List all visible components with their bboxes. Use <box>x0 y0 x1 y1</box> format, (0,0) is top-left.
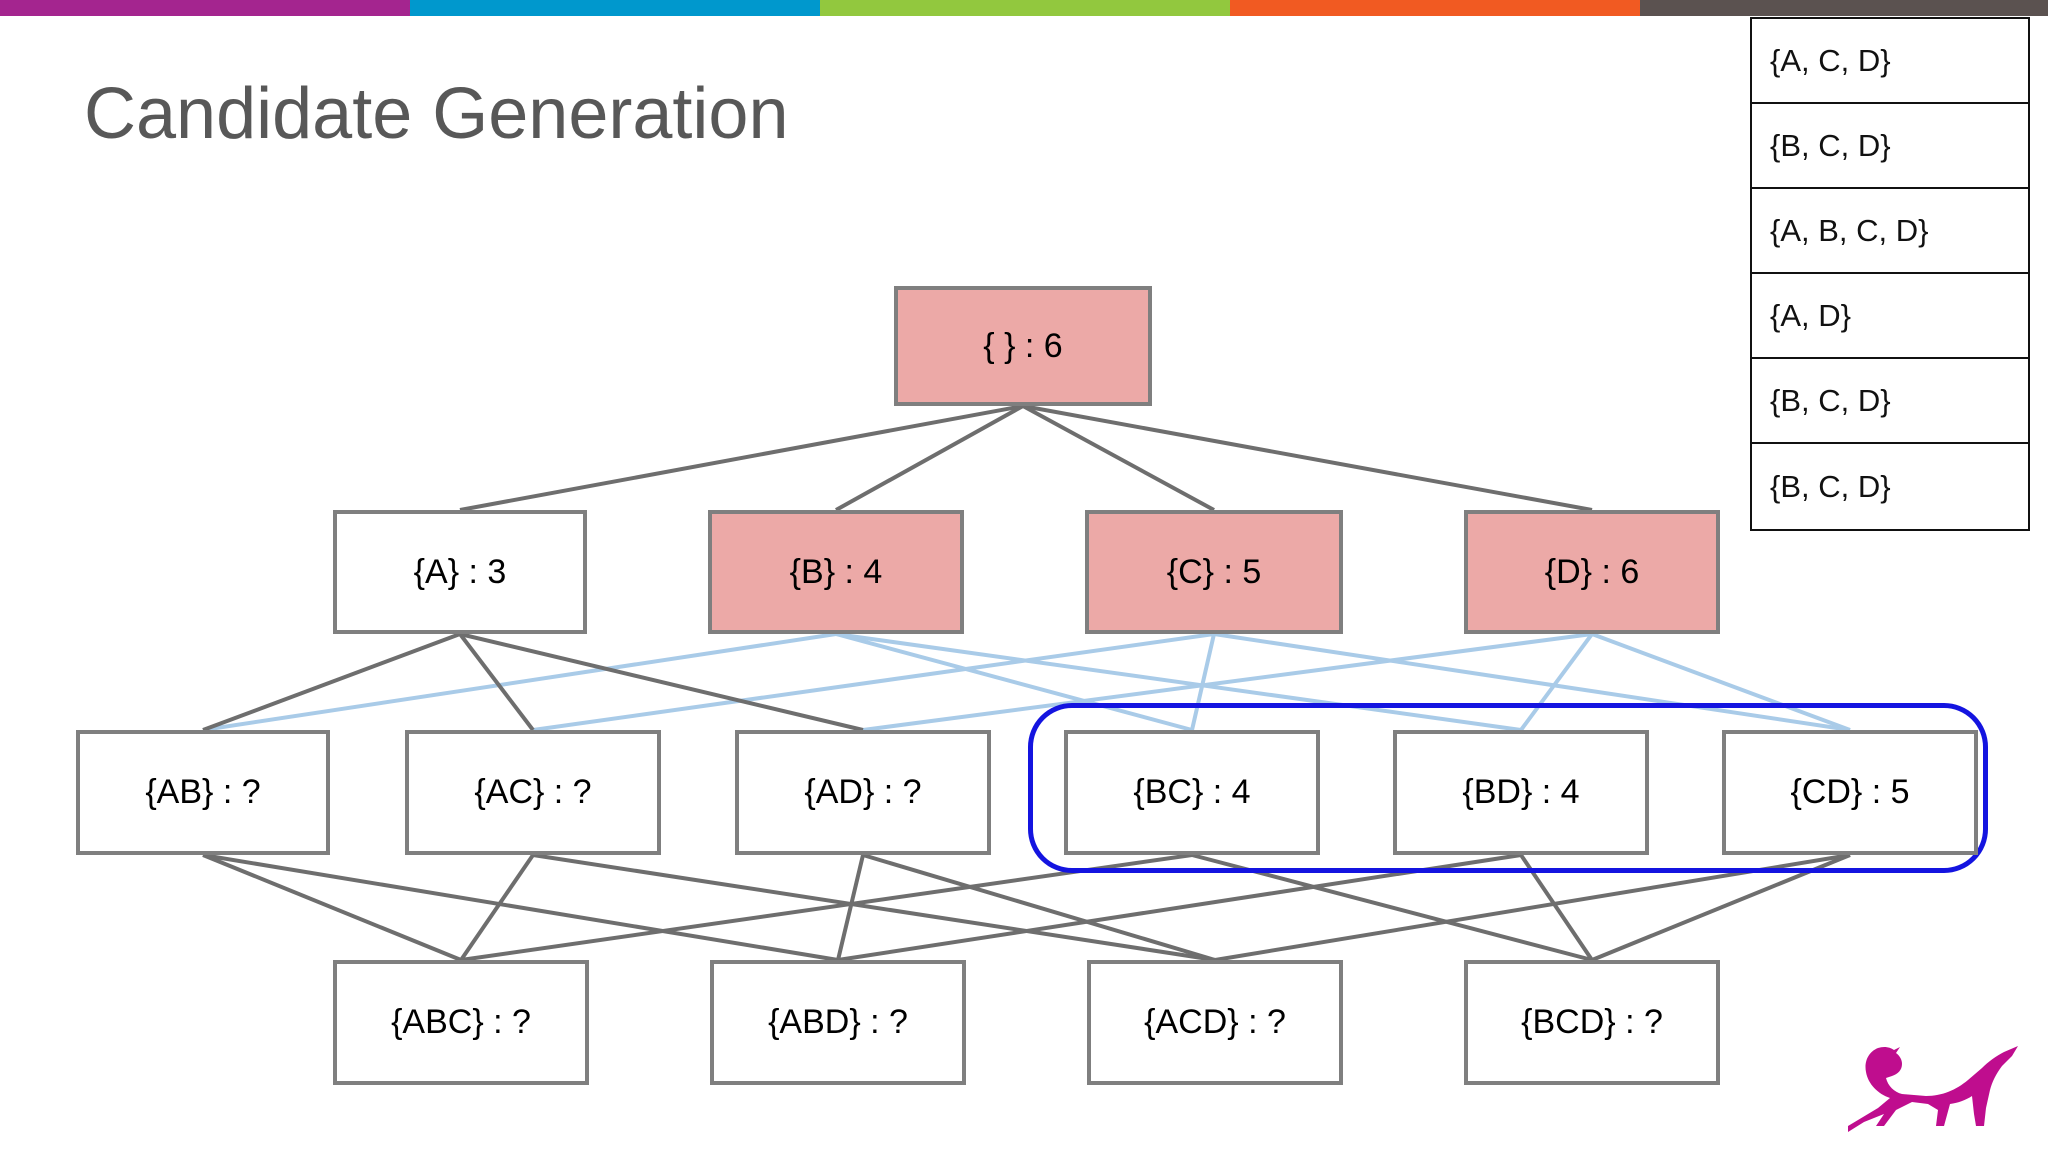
lattice-edge-b-bd <box>835 632 1522 732</box>
page-title: Candidate Generation <box>84 74 789 154</box>
transaction-row: {A, B, C, D} <box>1752 189 2028 274</box>
lattice-edge-a-ac <box>458 632 535 732</box>
lattice-edge-d-cd <box>1591 632 1851 732</box>
lattice-node-bcd: {BCD} : ? <box>1464 960 1720 1085</box>
lattice-edge-a-ad <box>459 632 864 732</box>
lattice-node-ac: {AC} : ? <box>405 730 661 855</box>
lattice-edge-c-cd <box>1213 632 1851 732</box>
lattice-edge-b-ab <box>202 632 837 732</box>
lattice-node-cd: {CD} : 5 <box>1722 730 1978 855</box>
lattice-edge-ad-acd <box>862 853 1216 962</box>
dog-logo <box>1848 1046 2018 1132</box>
lattice-edge-root-a <box>459 404 1024 512</box>
lattice-node-c: {C} : 5 <box>1085 510 1343 634</box>
lattice-node-bd: {BD} : 4 <box>1393 730 1649 855</box>
lattice-edge-root-b <box>835 404 1024 512</box>
lattice-node-a: {A} : 3 <box>333 510 587 634</box>
lattice-node-ad: {AD} : ? <box>735 730 991 855</box>
transaction-table: {A, C, D}{B, C, D}{A, B, C, D}{A, D}{B, … <box>1750 17 2030 531</box>
lattice-node-b: {B} : 4 <box>708 510 964 634</box>
lattice-edge-c-ac <box>532 632 1215 732</box>
lattice-node-root: { } : 6 <box>894 286 1152 406</box>
topbar-segment-magenta <box>0 0 410 16</box>
candidate-group-highlight <box>1028 703 1988 873</box>
lattice-edge-ac-abc <box>459 853 535 962</box>
lattice-edge-a-ab <box>202 632 461 732</box>
topbar-segment-orange <box>1230 0 1640 16</box>
lattice-node-abc: {ABC} : ? <box>333 960 589 1085</box>
lattice-edge-d-bd <box>1519 632 1594 732</box>
lattice-edge-ab-abd <box>202 853 839 962</box>
lattice-edge-root-c <box>1022 404 1215 512</box>
lattice-node-ab: {AB} : ? <box>76 730 330 855</box>
topbar-segment-gray <box>1640 0 2048 16</box>
transaction-row: {B, C, D} <box>1770 468 1891 504</box>
transaction-row: {B, C, D} <box>1752 104 2028 189</box>
lattice-edge-ac-acd <box>532 853 1216 962</box>
transaction-row: {B, C, D} <box>1752 359 2028 444</box>
lattice-node-abd: {ABD} : ? <box>710 960 966 1085</box>
lattice-edge-d-ad <box>862 632 1593 732</box>
lattice-edge-ad-abd <box>836 854 865 961</box>
top-color-bar <box>0 0 2048 16</box>
lattice-edge-root-d <box>1022 404 1593 512</box>
lattice-edge-c-bc <box>1190 633 1216 731</box>
topbar-segment-green <box>820 0 1230 16</box>
lattice-edge-b-bc <box>835 632 1193 732</box>
lattice-node-d: {D} : 6 <box>1464 510 1720 634</box>
transaction-row: {A, D} <box>1752 274 2028 359</box>
lattice-node-acd: {ACD} : ? <box>1087 960 1343 1085</box>
transaction-row: {A, C, D} <box>1752 19 2028 104</box>
lattice-node-bc: {BC} : 4 <box>1064 730 1320 855</box>
topbar-segment-blue <box>410 0 820 16</box>
lattice-edge-ab-abc <box>202 853 462 962</box>
